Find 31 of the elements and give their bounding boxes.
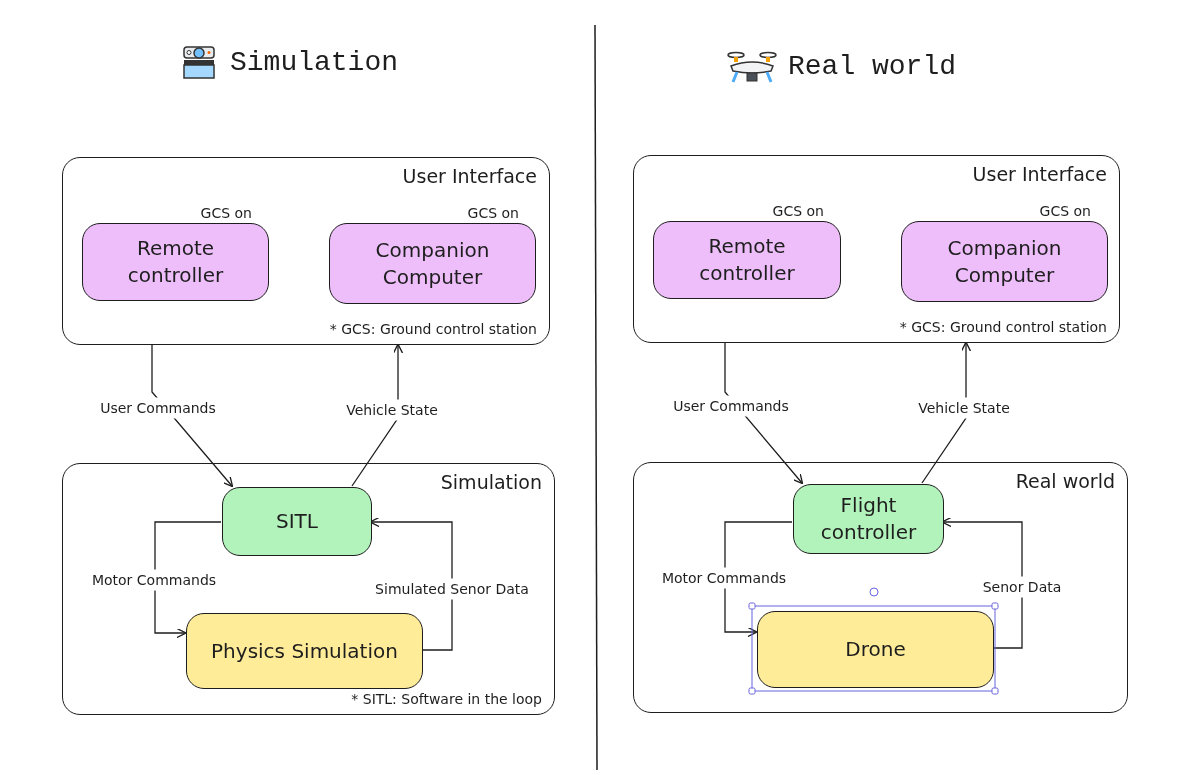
group-frame [633, 155, 1120, 343]
box-label: Remote controller [126, 235, 225, 289]
side-note: GCS on [200, 204, 252, 223]
section-heading: Simulation [230, 46, 399, 80]
group-frame [633, 462, 1128, 713]
footnote: * GCS: Ground control station [329, 320, 537, 339]
footnote: * GCS: Ground control station [899, 318, 1107, 337]
group-frame [62, 463, 555, 715]
arrow [724, 521, 793, 638]
box-label: Physics Simulation [210, 637, 399, 665]
process-box [757, 611, 994, 688]
box-label: Companion Computer [374, 236, 491, 291]
box-label: Remote controller [698, 233, 796, 287]
process-box [186, 613, 423, 689]
footnote: * SITL: Software in the loop [351, 690, 542, 709]
frame-heading: User Interface [402, 164, 537, 189]
section-heading: Real world [788, 50, 957, 84]
box-label: Flight controller [819, 492, 918, 546]
frame-heading: Simulation [440, 470, 542, 495]
side-note: GCS on [772, 202, 824, 221]
frame-heading: Real world [1015, 469, 1115, 494]
box-label: SITL [275, 508, 319, 535]
arrow [154, 521, 222, 639]
frame-heading: User Interface [972, 162, 1107, 187]
group-frame [62, 157, 550, 345]
box-label: Drone [844, 636, 907, 663]
process-box [793, 484, 944, 554]
box-label: Companion Computer [946, 234, 1063, 289]
side-note: GCS on [467, 204, 519, 223]
side-note: GCS on [1039, 202, 1091, 221]
process-box [222, 487, 372, 556]
